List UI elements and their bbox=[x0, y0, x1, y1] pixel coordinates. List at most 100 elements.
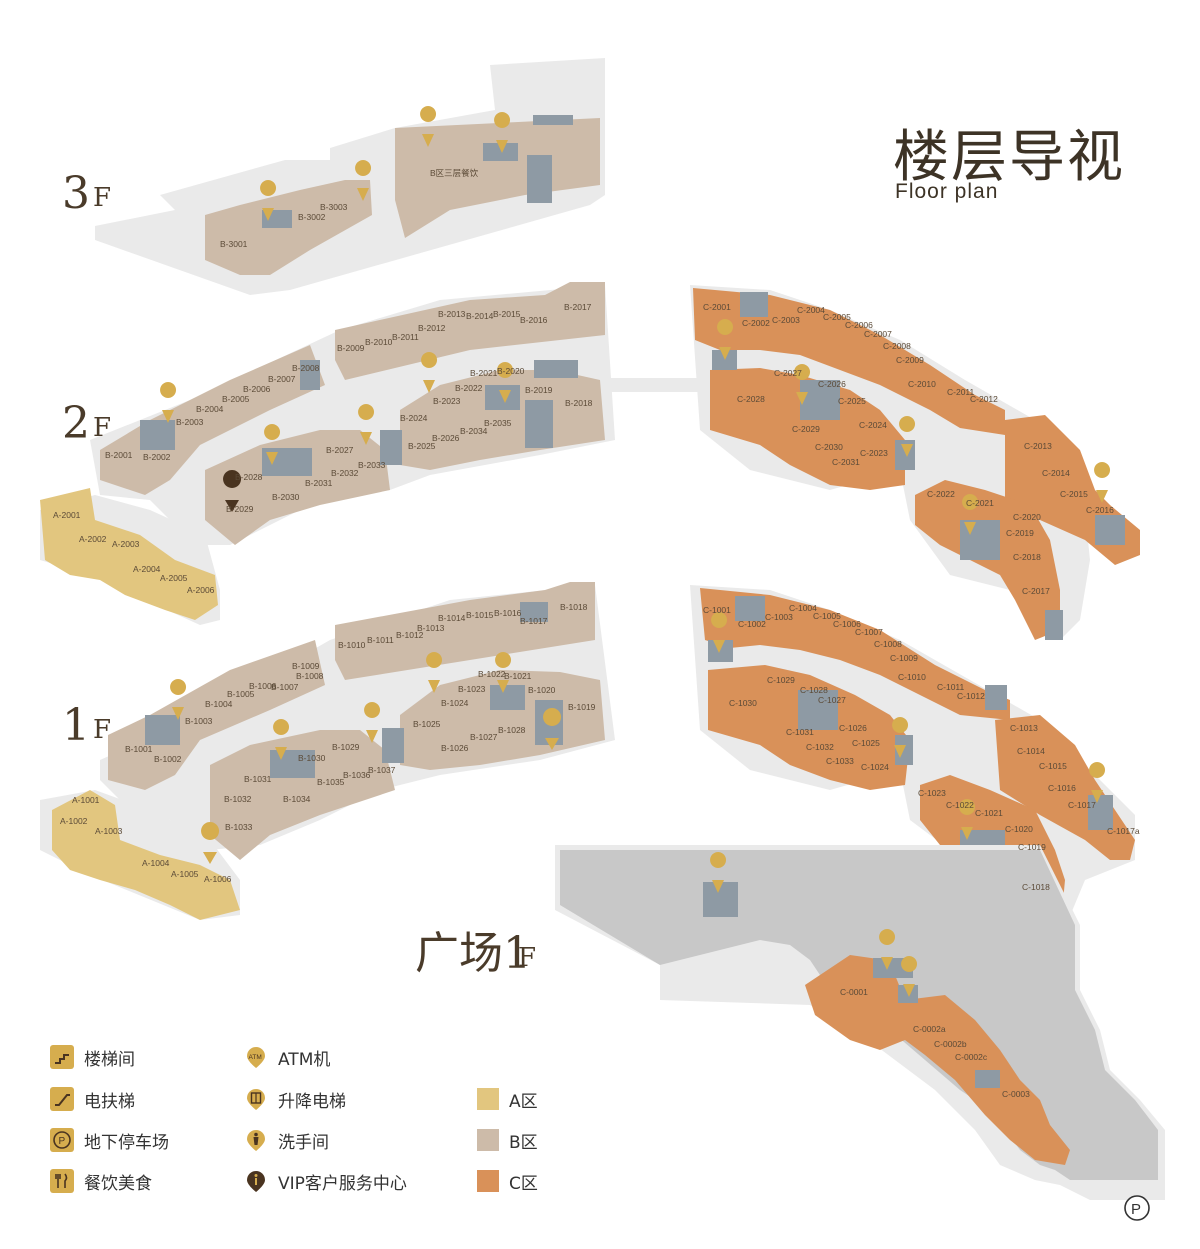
shop-label[interactable]: B-1004 bbox=[205, 699, 233, 709]
elevator-icon[interactable] bbox=[899, 416, 916, 457]
shop-label[interactable]: A-2003 bbox=[112, 539, 140, 549]
shop-label[interactable]: C-2022 bbox=[927, 489, 955, 499]
shop-label[interactable]: C-1013 bbox=[1010, 723, 1038, 733]
shop-label[interactable]: B-2032 bbox=[331, 468, 359, 478]
shop-label[interactable]: C-2015 bbox=[1060, 489, 1088, 499]
shop-label[interactable]: A-1003 bbox=[95, 826, 123, 836]
shop-label[interactable]: C-2004 bbox=[797, 305, 825, 315]
shop-label[interactable]: A-2004 bbox=[133, 564, 161, 574]
shop-label[interactable]: C-1010 bbox=[898, 672, 926, 682]
shop-label[interactable]: B-2024 bbox=[400, 413, 428, 423]
shop-label[interactable]: A-2002 bbox=[79, 534, 107, 544]
zone-b-2f-mid[interactable] bbox=[205, 430, 390, 545]
shop-label[interactable]: B-2034 bbox=[460, 426, 488, 436]
shop-label[interactable]: A-2006 bbox=[187, 585, 215, 595]
shop-label[interactable]: B-1026 bbox=[441, 743, 469, 753]
shop-label[interactable]: C-2025 bbox=[838, 396, 866, 406]
restroom-icon[interactable] bbox=[260, 180, 277, 221]
shop-label[interactable]: C-1012 bbox=[957, 691, 985, 701]
shop-label[interactable]: C-1017a bbox=[1107, 826, 1140, 836]
shop-label[interactable]: B-2011 bbox=[392, 332, 419, 342]
restroom-icon[interactable] bbox=[495, 652, 512, 693]
shop-label[interactable]: C-1030 bbox=[729, 698, 757, 708]
shop-label[interactable]: C-1033 bbox=[826, 756, 854, 766]
shop-label[interactable]: C-2011 bbox=[947, 387, 975, 397]
shop-label[interactable]: B-1003 bbox=[185, 716, 213, 726]
restroom-icon[interactable] bbox=[497, 362, 514, 403]
shop-label[interactable]: B-1011 bbox=[367, 635, 394, 645]
shop-label[interactable]: A-2001 bbox=[53, 510, 81, 520]
shop-label[interactable]: B-3002 bbox=[298, 212, 326, 222]
restroom-icon[interactable] bbox=[264, 424, 281, 465]
shop-label[interactable]: C-2030 bbox=[815, 442, 843, 452]
shop-label[interactable]: B-1005 bbox=[227, 689, 255, 699]
shop-label[interactable]: B-2006 bbox=[243, 384, 271, 394]
elevator-icon[interactable] bbox=[358, 404, 375, 445]
shop-label[interactable]: C-1027 bbox=[818, 695, 846, 705]
restroom-icon[interactable] bbox=[794, 364, 811, 405]
shop-label[interactable]: C-1028 bbox=[800, 685, 828, 695]
shop-label[interactable]: C-0002b bbox=[934, 1039, 967, 1049]
shop-label[interactable]: C-1014 bbox=[1017, 746, 1045, 756]
restroom-icon[interactable] bbox=[494, 112, 511, 153]
shop-label[interactable]: B-1033 bbox=[225, 822, 253, 832]
shop-label[interactable]: B-2030 bbox=[272, 492, 300, 502]
zone-c-2f-north[interactable] bbox=[693, 288, 1005, 435]
shop-label[interactable]: B-1036 bbox=[343, 770, 371, 780]
elevator-icon[interactable] bbox=[1094, 462, 1111, 503]
shop-label[interactable]: C-2020 bbox=[1013, 512, 1041, 522]
zone-b-1f-mid[interactable] bbox=[210, 730, 395, 860]
shop-label[interactable]: C-1029 bbox=[767, 675, 795, 685]
shop-label[interactable]: B-3001 bbox=[220, 239, 248, 249]
shop-label[interactable]: A-1006 bbox=[204, 874, 232, 884]
shop-label[interactable]: C-2024 bbox=[859, 420, 887, 430]
restroom-icon[interactable] bbox=[273, 719, 290, 760]
shop-label[interactable]: B-1019 bbox=[568, 702, 596, 712]
shop-label[interactable]: B-1028 bbox=[498, 725, 526, 735]
zone-b-2f-west[interactable] bbox=[100, 345, 325, 495]
elevator-icon[interactable] bbox=[421, 352, 438, 393]
shop-label[interactable]: C-2014 bbox=[1042, 468, 1070, 478]
shop-label[interactable]: B-1022 bbox=[478, 669, 506, 679]
zone-c-2f-south[interactable] bbox=[710, 368, 905, 490]
shop-label[interactable]: C-1007 bbox=[855, 627, 883, 637]
shop-label[interactable]: B-2004 bbox=[196, 404, 224, 414]
shop-label[interactable]: C-2009 bbox=[896, 355, 924, 365]
shop-label[interactable]: A-1004 bbox=[142, 858, 170, 868]
zone-b-3f-east[interactable] bbox=[395, 118, 600, 238]
shop-label[interactable]: B-2019 bbox=[525, 385, 553, 395]
shop-label[interactable]: C-0001 bbox=[840, 987, 868, 997]
shop-label[interactable]: C-2001 bbox=[703, 302, 731, 312]
shop-label[interactable]: C-1011 bbox=[937, 682, 965, 692]
shop-label[interactable]: B-1018 bbox=[560, 602, 588, 612]
shop-label[interactable]: B-1029 bbox=[332, 742, 360, 752]
shop-label[interactable]: C-1003 bbox=[765, 612, 793, 622]
shop-label[interactable]: B-1023 bbox=[458, 684, 486, 694]
shop-label[interactable]: B-2001 bbox=[105, 450, 133, 460]
zone-b-2f-east[interactable] bbox=[400, 370, 605, 470]
shop-label[interactable]: C-0003 bbox=[1002, 1089, 1030, 1099]
shop-label[interactable]: B-2017 bbox=[564, 302, 592, 312]
atm-icon[interactable] bbox=[201, 822, 220, 864]
elevator-icon[interactable] bbox=[426, 652, 443, 693]
shop-label[interactable]: C-2012 bbox=[970, 394, 998, 404]
shop-label[interactable]: B-1027 bbox=[470, 732, 498, 742]
shop-label[interactable]: B-2015 bbox=[493, 309, 521, 319]
shop-label[interactable]: B-2029 bbox=[226, 504, 254, 514]
shop-label[interactable]: B-2005 bbox=[222, 394, 250, 404]
restroom-icon[interactable] bbox=[959, 799, 976, 840]
shop-label[interactable]: B-2035 bbox=[484, 418, 512, 428]
shop-label[interactable]: B-2027 bbox=[326, 445, 354, 455]
shop-label[interactable]: B-2023 bbox=[433, 396, 461, 406]
shop-label[interactable]: A-2005 bbox=[160, 573, 188, 583]
shop-label[interactable]: B-1002 bbox=[154, 754, 182, 764]
shop-label[interactable]: C-1024 bbox=[861, 762, 889, 772]
shop-label[interactable]: B-2016 bbox=[520, 315, 548, 325]
atm-icon[interactable] bbox=[543, 708, 562, 750]
shop-label[interactable]: B-1007 bbox=[271, 682, 299, 692]
shop-label[interactable]: C-1006 bbox=[833, 619, 861, 629]
shop-label[interactable]: C-0002a bbox=[913, 1024, 946, 1034]
shop-label[interactable]: C-1018 bbox=[1022, 882, 1050, 892]
elevator-icon[interactable] bbox=[170, 679, 187, 720]
shop-label[interactable]: B-1012 bbox=[396, 630, 424, 640]
